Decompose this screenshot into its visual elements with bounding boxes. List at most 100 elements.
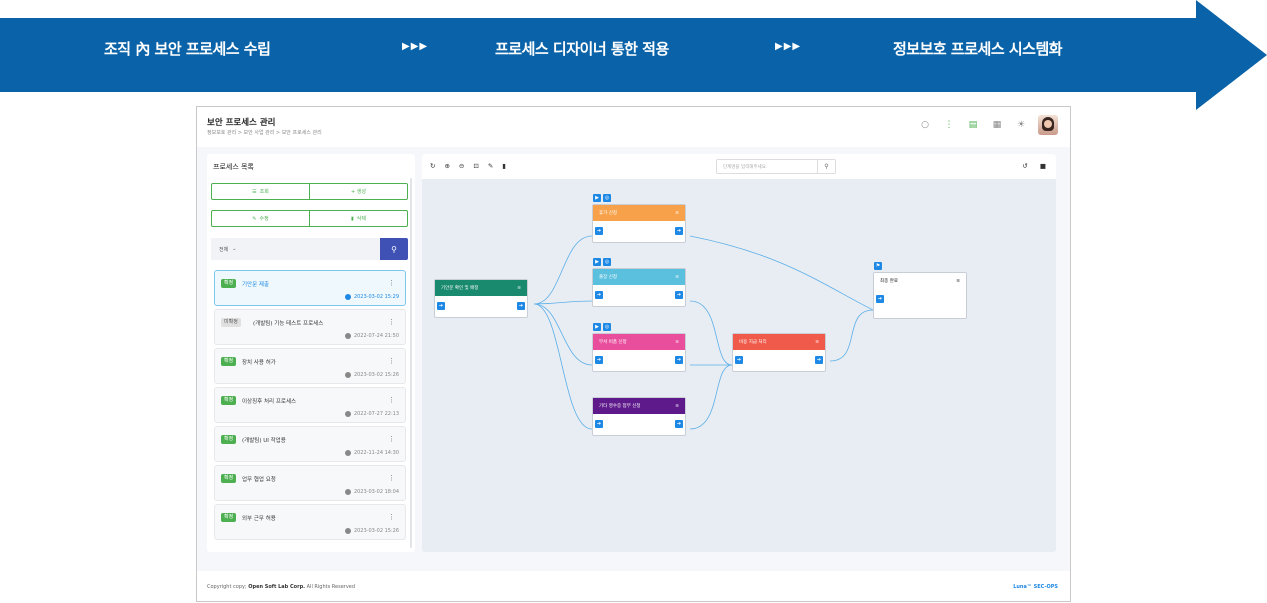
menu-icon[interactable]: ≡	[815, 339, 819, 345]
grid-icon[interactable]: ▦	[992, 120, 1002, 130]
input-port-icon[interactable]: ➔	[735, 356, 743, 364]
status-badge: 확정	[221, 357, 237, 366]
input-port-icon[interactable]: ➔	[595, 227, 603, 235]
clock-icon	[344, 489, 351, 495]
process-list-item[interactable]: 확정(개발팀) UI 작업용⋮2022-11-24 14:30	[214, 426, 406, 462]
sun-icon[interactable]: ☀	[1016, 120, 1026, 130]
more-options-icon[interactable]: ⋮	[388, 435, 395, 443]
trash-icon: ▮	[351, 215, 354, 222]
output-port-icon[interactable]: ➔	[675, 291, 683, 299]
process-date: 2023-03-02 18:04	[344, 489, 399, 495]
status-badge: 확정	[221, 279, 237, 288]
output-port-icon[interactable]: ➔	[675, 227, 683, 235]
process-name: 이상징후 처리 프로세스	[242, 399, 297, 405]
create-button[interactable]: + 생성	[310, 183, 408, 200]
chat-icon[interactable]: ▤	[968, 120, 978, 130]
more-options-icon[interactable]: ⋮	[388, 513, 395, 521]
input-port-icon[interactable]: ➔	[595, 356, 603, 364]
more-options-icon[interactable]: ⋮	[388, 318, 395, 326]
delete-icon[interactable]: ▮	[502, 162, 506, 170]
avatar[interactable]	[1038, 115, 1058, 135]
process-date: 2022-07-27 22:13	[344, 411, 399, 417]
search-icon[interactable]: ○	[921, 120, 929, 130]
gear-icon: ◎	[603, 258, 611, 266]
clock-icon	[344, 411, 351, 417]
process-banner: 조직 內 보안 프로세스 수립 ▶▶▶ 프로세스 디자이너 통한 적용 ▶▶▶ …	[0, 0, 1267, 110]
flow-node[interactable]: 비용 지급 처리≡ ➔➔	[732, 333, 826, 372]
save-icon[interactable]: ■	[1039, 162, 1046, 170]
banner-step-1: 조직 內 보안 프로세스 수립	[104, 40, 271, 58]
edit-button[interactable]: ✎수정	[211, 210, 310, 227]
flow-node[interactable]: 기타 영수증 첨부 신청≡ ➔➔	[592, 397, 686, 436]
flow-node[interactable]: ▶◎ 출장 신청≡ ➔➔	[592, 258, 686, 307]
status-badge: 미확정	[221, 318, 241, 327]
app-header: 보안 프로세스 관리 정보보호 관리 > 보안 사업 관리 > 보안 프로세스 …	[197, 107, 1070, 147]
node-type-icon: ▶	[593, 258, 601, 266]
status-badge: 확정	[221, 396, 237, 405]
input-port-icon[interactable]: ➔	[437, 302, 445, 310]
process-list-item[interactable]: 미확정(개발팀) 기능 테스트 프로세스⋮2022-07-24 21:50	[214, 309, 406, 345]
process-name: (개발팀) UI 작업용	[242, 438, 286, 444]
zoom-out-icon[interactable]: ⊖	[458, 162, 465, 170]
search-button[interactable]: ⚲	[380, 238, 408, 260]
flow-node-final[interactable]: ⚑ 최종 완료≡ ➔	[873, 262, 967, 319]
process-designer-canvas[interactable]: ↻ ⊕ ⊖ ⊡ ✎ ▮ 단계명을 입력해주세요. ⚲ ↺ ■	[422, 154, 1056, 552]
input-port-icon[interactable]: ➔	[876, 295, 884, 303]
search-icon: ⚲	[391, 244, 397, 254]
menu-icon[interactable]: ≡	[675, 274, 679, 280]
canvas-toolbar: ↻ ⊕ ⊖ ⊡ ✎ ▮ 단계명을 입력해주세요. ⚲ ↺ ■	[422, 154, 1056, 179]
refresh-icon[interactable]: ↻	[430, 162, 436, 170]
process-name: 외부 근무 허용	[242, 516, 276, 522]
process-list-title: 프로세스 목록	[213, 163, 254, 171]
edit-icon: ✎	[252, 215, 257, 222]
clock-icon	[344, 333, 351, 339]
flow-node[interactable]: ▶◎ 휴가 신청≡ ➔➔	[592, 194, 686, 243]
scrollbar[interactable]	[410, 178, 412, 548]
edit-icon[interactable]: ✎	[487, 162, 494, 170]
output-port-icon[interactable]: ➔	[815, 356, 823, 364]
zoom-in-icon[interactable]: ⊕	[444, 162, 450, 170]
more-options-icon[interactable]: ⋮	[388, 474, 395, 482]
flow-node[interactable]: ▶◎ 부서 비품 신청≡ ➔➔	[592, 323, 686, 372]
filter-select[interactable]: 전체⌄	[211, 238, 251, 260]
menu-icon[interactable]: ≡	[956, 278, 960, 284]
output-port-icon[interactable]: ➔	[517, 302, 525, 310]
undo-icon[interactable]: ↺	[1022, 162, 1028, 170]
menu-icon[interactable]: ≡	[517, 285, 521, 291]
fit-icon[interactable]: ⊡	[473, 162, 479, 170]
menu-icon[interactable]: ≡	[675, 210, 679, 216]
process-search-input[interactable]	[251, 238, 380, 260]
process-list-item[interactable]: 확정 이상징후 처리 프로세스 ⋮ 2022-07-27 22:13	[214, 387, 406, 423]
process-date: 2023-03-02 15:26	[344, 372, 399, 378]
more-options-icon[interactable]: ⋮	[388, 357, 395, 365]
search-icon[interactable]: ⚲	[817, 160, 835, 173]
copyright: Copyright copy; Open Soft Lab Corp. All …	[207, 584, 356, 590]
process-date: 2022-11-24 14:30	[344, 450, 399, 456]
output-port-icon[interactable]: ➔	[675, 420, 683, 428]
clock-icon	[344, 294, 351, 300]
more-options-icon[interactable]: ⋮	[388, 396, 395, 404]
search-list-button[interactable]: ☰조회	[211, 183, 310, 200]
output-port-icon[interactable]: ➔	[675, 356, 683, 364]
app-window: 보안 프로세스 관리 정보보호 관리 > 보안 사업 관리 > 보안 프로세스 …	[196, 106, 1071, 602]
clock-icon	[344, 528, 351, 534]
brand-label: Luna™ SEC-OPS	[1013, 584, 1058, 590]
menu-icon[interactable]: ≡	[675, 339, 679, 345]
status-badge: 확정	[221, 513, 237, 522]
menu-icon[interactable]: ≡	[675, 403, 679, 409]
banner-separator: ▶▶▶	[775, 41, 802, 52]
stage-search-input[interactable]: 단계명을 입력해주세요. ⚲	[716, 159, 836, 174]
delete-button[interactable]: ▮삭제	[310, 210, 408, 227]
tree-icon[interactable]: ⋮	[944, 120, 954, 130]
flow-node[interactable]: 기안문 확인 및 배정≡ ➔➔	[434, 279, 528, 318]
input-port-icon[interactable]: ➔	[595, 291, 603, 299]
input-port-icon[interactable]: ➔	[595, 420, 603, 428]
app-footer: Copyright copy; Open Soft Lab Corp. All …	[197, 571, 1070, 601]
process-date: 2023-03-02 15:29	[344, 294, 399, 300]
gear-icon: ◎	[603, 323, 611, 331]
more-options-icon[interactable]: ⋮	[388, 279, 395, 287]
